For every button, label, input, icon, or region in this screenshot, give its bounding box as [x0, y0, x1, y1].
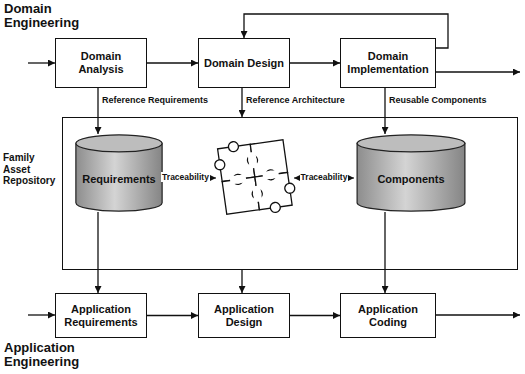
database-cylinder: Requirements [75, 134, 163, 212]
edge-label: Reference Architecture [246, 95, 345, 105]
input-arrow [28, 62, 55, 63]
traceability-label: Traceability [161, 172, 210, 182]
node-label: Requirements [82, 173, 155, 185]
flow-arrow [290, 315, 340, 316]
node-label: Domain Design [204, 57, 284, 70]
process-box: Application Coding [340, 293, 436, 338]
flow-arrow [97, 88, 98, 134]
process-box: Application Design [198, 293, 290, 338]
flow-arrow [97, 212, 98, 293]
section-title: Domain Engineering [4, 2, 104, 31]
process-box: Domain Implementation [340, 38, 436, 88]
repository-heading: Family Asset Repository [3, 152, 61, 187]
node-label: Domain Implementation [345, 50, 431, 75]
puzzle-illustration [212, 134, 298, 220]
flow-arrow [147, 315, 198, 316]
output-arrow [432, 71, 520, 72]
flow-arrow [384, 88, 385, 134]
database-cylinder: Components [356, 134, 466, 212]
edge-label: Reference Requirements [102, 95, 208, 105]
node-label: Application Coding [345, 303, 431, 328]
input-arrow [28, 314, 55, 315]
node-label: Domain Analysis [60, 50, 142, 75]
node-label: Components [377, 173, 444, 185]
flow-arrow [147, 62, 198, 63]
node-label: Application Requirements [60, 303, 142, 328]
output-arrow [432, 314, 520, 315]
edge-label: Reusable Components [389, 95, 487, 105]
process-box: Application Requirements [55, 293, 147, 338]
traceability-label: Traceability [300, 172, 349, 182]
flow-arrow [384, 212, 385, 293]
flow-arrow [241, 270, 242, 293]
flow-arrow [290, 62, 340, 63]
repository-frame: Family Asset RepositoryRequirementsCompo… [62, 117, 518, 270]
process-box: Domain Design [198, 38, 290, 88]
section-title: Application Engineering [4, 341, 114, 370]
node-label: Application Design [203, 303, 285, 328]
flow-arrow [241, 88, 242, 117]
process-box: Domain Analysis [55, 38, 147, 88]
